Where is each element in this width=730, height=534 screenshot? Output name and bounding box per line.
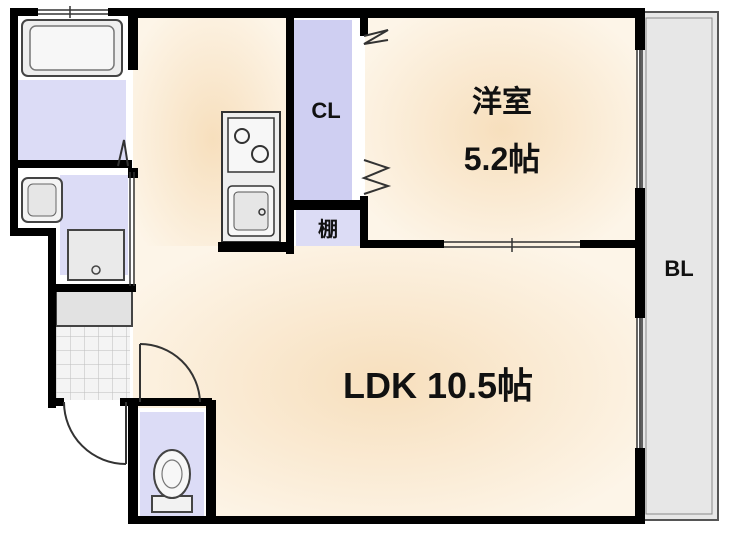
balcony [639, 11, 719, 521]
ldk-label: LDK 10.5帖 [343, 365, 533, 406]
washroom [14, 165, 130, 285]
closet-floor [292, 20, 352, 206]
shelf-floor [296, 210, 360, 246]
closet-label: CL [311, 98, 340, 123]
ldk-floor [133, 246, 637, 520]
window [38, 6, 643, 448]
toilet-room [136, 408, 208, 520]
bathroom [14, 12, 130, 162]
shelf-label: 棚 [318, 217, 338, 241]
bath-door [117, 139, 129, 167]
entry-door [63, 401, 127, 465]
walls [10, 8, 645, 524]
shoe-box [55, 289, 133, 327]
sliding-door [129, 172, 580, 286]
toilet-door [139, 343, 201, 403]
toilet-bowl [153, 449, 191, 499]
burner-icon [251, 145, 269, 163]
stove [227, 117, 275, 173]
balcony-label: BL [664, 256, 693, 281]
western-room-floor [365, 14, 637, 246]
burner-icon [234, 128, 250, 144]
kitchen-counter [221, 111, 281, 243]
washing-machine [67, 229, 125, 281]
western-room-area: 5.2帖 [464, 141, 541, 177]
western-room-name: 洋室 [472, 85, 532, 119]
closet-folding-door [361, 29, 392, 195]
